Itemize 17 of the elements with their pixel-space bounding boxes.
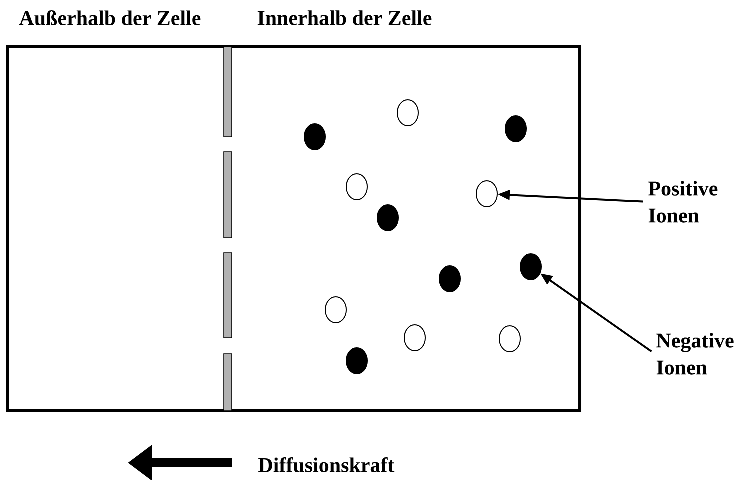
- negative-ion: [377, 204, 399, 232]
- negative-ion: [505, 116, 527, 142]
- positive-ion: [499, 326, 521, 352]
- positive-ion: [404, 324, 426, 352]
- positive-ion: [476, 180, 498, 208]
- heading: Außerhalb der Zelle: [19, 10, 201, 26]
- ion-label: Negative Ionen: [656, 333, 734, 375]
- negative-ion: [346, 348, 368, 374]
- positive-ion: [325, 296, 347, 324]
- heading: Innerhalb der Zelle: [258, 10, 432, 26]
- ion-label: Positive Ionen: [648, 181, 718, 223]
- positive-ion: [397, 100, 419, 126]
- caption-text: Diffusionskraft: [258, 457, 395, 473]
- negative-ion: [520, 254, 542, 280]
- negative-ion: [304, 124, 326, 150]
- negative-ion: [439, 266, 461, 292]
- positive-ion: [346, 174, 368, 200]
